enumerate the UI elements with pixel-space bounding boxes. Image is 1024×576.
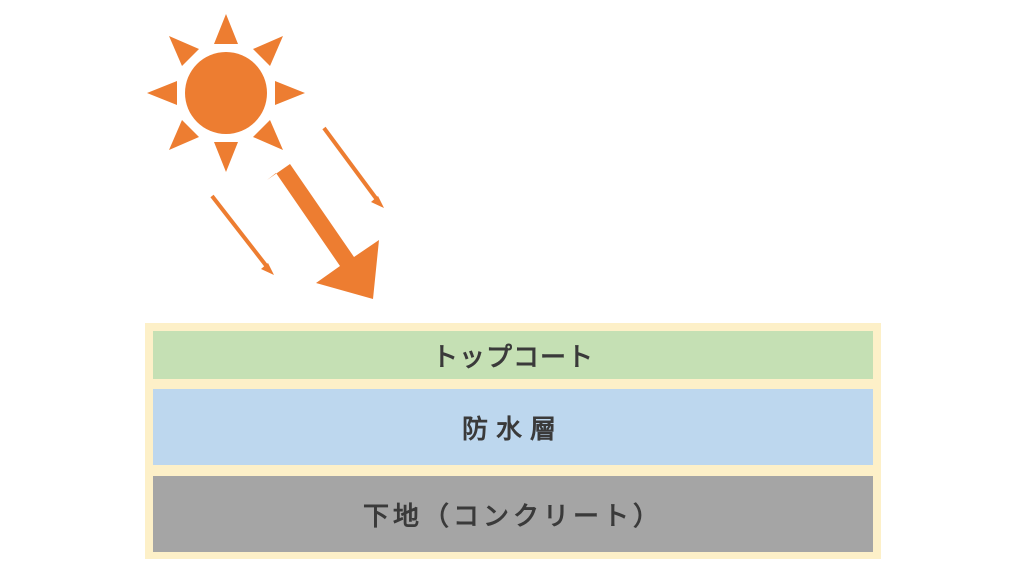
sun-ray-south [214,142,238,172]
sun-ray-north [214,14,238,44]
layer-waterproof-label: 防水層 [461,414,564,445]
arrow-down-right-icon [210,126,384,299]
layer-topcoat: トップコート [153,331,873,379]
thin-arrow-head-right [371,196,384,208]
thin-sunlight-arrow-right [322,126,380,203]
sun-ray-northwest [169,36,199,66]
sun-ray-southeast [253,120,283,150]
layer-stack: トップコート 防水層 下地（コンクリート） [145,323,881,559]
layer-waterproof: 防水層 [153,389,873,465]
layer-substrate: 下地（コンクリート） [153,476,873,552]
sun-ray-east [275,81,305,105]
thin-arrow-head-left [261,263,274,275]
layer-substrate-label: 下地（コンクリート） [362,501,663,532]
sun-icon [147,14,305,172]
sun-ray-west [147,81,177,105]
thin-sunlight-arrow-left [210,194,270,270]
sun-ray-southwest [169,120,199,150]
sun-ray-northeast [253,36,283,66]
big-sunlight-arrow [267,164,379,299]
layer-topcoat-label: トップコート [431,342,594,373]
